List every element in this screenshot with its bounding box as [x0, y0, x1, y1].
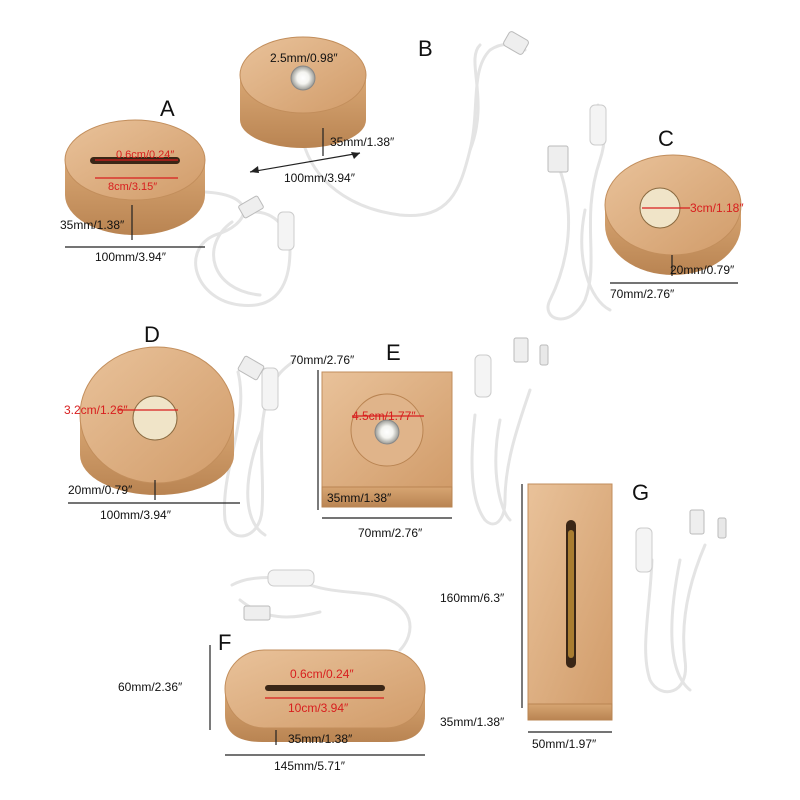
switch-f [267, 569, 315, 587]
label-g: G [632, 480, 649, 505]
cable-f-loop [238, 598, 322, 619]
label-a: A [160, 96, 175, 121]
dim-f-slot-length: 10cm/3.94″ [288, 701, 349, 715]
cable-d [222, 358, 297, 538]
base-g-side [527, 703, 613, 721]
cable-a-loop [212, 220, 262, 297]
product-e: E 70mm/2.76″ 4.5cm/1.77″ 35mm/1.38″ 70mm… [290, 337, 549, 540]
usb-plug-e [513, 337, 529, 363]
usb-plug-a [238, 195, 264, 219]
label-b: B [418, 36, 433, 61]
cable-b [303, 42, 527, 218]
usb-plug-c [547, 145, 569, 173]
switch-a [277, 211, 295, 251]
usb-plug-b [503, 31, 529, 55]
label-f: F [218, 630, 231, 655]
dim-a-height: 35mm/1.38″ [60, 218, 125, 232]
label-e: E [386, 340, 401, 365]
cable-g-loop [670, 558, 692, 692]
led-b [290, 65, 316, 91]
dim-b-diameter: 100mm/3.94″ [284, 171, 356, 185]
dim-e-hole: 4.5cm/1.77″ [352, 409, 416, 423]
led-e [374, 419, 400, 445]
label-c: C [658, 126, 674, 151]
switch-d [261, 367, 279, 411]
label-d: D [144, 322, 160, 347]
dim-e-depth: 70mm/2.76″ [290, 353, 355, 367]
cable-c-loop [580, 208, 612, 312]
dim-e-width: 70mm/2.76″ [358, 526, 423, 540]
product-f: F 0.6cm/0.24″ 10cm/3.94″ 60mm/2.36″ 35mm… [118, 569, 426, 773]
cable-d-loop [246, 428, 267, 537]
dim-c-hole: 3cm/1.18″ [690, 201, 744, 215]
switch-g [635, 527, 653, 573]
usb-plug-d [237, 355, 265, 381]
cable-g [644, 543, 707, 694]
product-c: C 3cm/1.18″ 20mm/0.79″ 70mm/2.76″ [546, 103, 744, 321]
dim-g-width: 50mm/1.97″ [532, 737, 597, 751]
dim-b-hole: 2.5mm/0.98″ [270, 51, 338, 65]
dim-d-height: 20mm/0.79″ [68, 483, 133, 497]
dc-plug-e [539, 344, 549, 366]
product-a: A 0.6cm/0.24″ 8cm/3.15″ 35mm/1.38″ 100mm… [60, 96, 295, 308]
usb-plug-f [243, 605, 271, 621]
dim-f-height: 35mm/1.38″ [288, 732, 353, 746]
dim-f-depth: 60mm/2.36″ [118, 680, 183, 694]
dim-f-length: 145mm/5.71″ [274, 759, 346, 773]
dim-g-length: 160mm/6.3″ [440, 591, 505, 605]
cable-c [546, 103, 606, 321]
cable-e-loop [494, 418, 512, 522]
switch-c [589, 104, 607, 146]
cable-e [470, 388, 532, 526]
dim-f-slot-width: 0.6cm/0.24″ [290, 667, 354, 681]
dc-plug-g [717, 517, 727, 539]
cable-b-loop [468, 43, 482, 152]
product-b: B 2.5mm/0.98″ 35mm/1.38″ 100mm/3.94″ [239, 31, 529, 218]
led-board-d [132, 395, 178, 441]
switch-e [474, 354, 492, 398]
slot-f [265, 685, 385, 691]
usb-plug-g [689, 509, 705, 535]
dim-g-height: 35mm/1.38″ [440, 715, 505, 729]
dim-e-height: 35mm/1.38″ [327, 491, 392, 505]
base-e-side [321, 486, 453, 508]
product-d: D 3.2cm/1.26″ 20mm/0.79″ 100mm/3.94″ [64, 322, 297, 538]
cable-f [230, 576, 412, 652]
dim-a-slot-length: 8cm/3.15″ [108, 181, 157, 193]
led-strip-g [568, 530, 574, 658]
dim-c-height: 20mm/0.79″ [670, 263, 735, 277]
dim-a-diameter: 100mm/3.94″ [95, 250, 167, 264]
product-g: G 160mm/6.3″ 35mm/1.38″ 50mm/1.97″ [440, 480, 727, 751]
dim-d-diameter: 100mm/3.94″ [100, 508, 172, 522]
dim-a-slot-width: 0.6cm/0.24″ [116, 149, 174, 161]
dim-c-diameter: 70mm/2.76″ [610, 287, 675, 301]
dim-d-hole: 3.2cm/1.26″ [64, 403, 128, 417]
dim-b-height: 35mm/1.38″ [330, 135, 395, 149]
